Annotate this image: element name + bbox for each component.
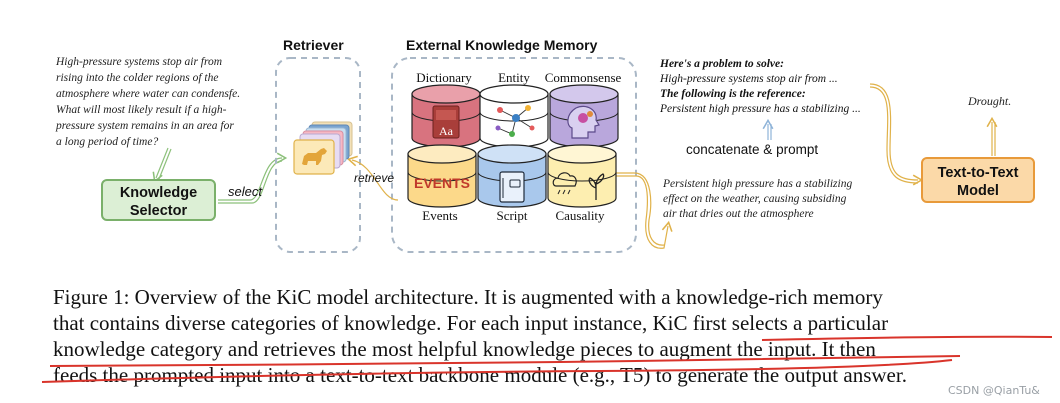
knowledge-line: Persistent high pressure has a stabilizi…: [663, 178, 853, 190]
commonsense-cylinder: [549, 84, 619, 148]
question-line: rising into the colder regions of the: [56, 72, 219, 84]
script-cylinder: [477, 144, 547, 208]
figure-connectors: [152, 57, 998, 253]
memory-title: External Knowledge Memory: [406, 37, 598, 53]
figure-caption: Figure 1: Overview of the KiC model arch…: [53, 284, 1053, 388]
arrow-retrieve: [346, 155, 399, 201]
label-entity: Entity: [498, 70, 530, 85]
label-events: Events: [422, 208, 458, 223]
label-causality: Causality: [555, 208, 605, 223]
caption-line: Figure 1: Overview of the KiC model arch…: [53, 285, 883, 309]
events-cylinder: EVENTS: [407, 144, 477, 208]
retriever-box: [275, 57, 361, 253]
caption-line: knowledge category and retrieves the mos…: [53, 337, 876, 361]
red-underline-annotation: [41, 335, 1053, 383]
watermark: CSDN @QianTu&: [948, 384, 1040, 397]
arrow-model-to-output: [986, 116, 998, 156]
arrow-concatenate: [762, 118, 774, 140]
question-line: High-pressure systems stop air from: [56, 56, 223, 68]
model-label-line2: Model: [957, 183, 999, 199]
question-line: atmosphere where water can condensfe.: [56, 88, 241, 100]
causality-cylinder: [547, 144, 617, 208]
arrow-question-to-selector: [152, 147, 172, 183]
reference-heading: The following is the reference:: [660, 88, 806, 100]
retrieved-cards-icon: [293, 121, 353, 175]
prompt-block: Here's a problem to solve: High-pressure…: [660, 57, 890, 117]
label-commonsense: Commonsense: [544, 70, 622, 85]
knowledge-line: effect on the weather, causing subsiding: [663, 193, 847, 205]
reference-text: Persistent high pressure has a stabilizi…: [660, 103, 861, 115]
selector-label-line2: Selector: [129, 203, 188, 219]
events-logo-text: EVENTS: [414, 175, 470, 191]
dictionary-cylinder: Aa: [411, 84, 481, 148]
memory-box: [391, 57, 637, 253]
concat-label: concatenate & prompt: [686, 142, 819, 157]
dictionary-logo-text: Aa: [439, 124, 454, 138]
problem-heading: Here's a problem to solve:: [660, 58, 784, 70]
question-line: pressure system remains in an area for: [56, 120, 234, 132]
arrow-prompt-to-model: [869, 83, 924, 186]
retrieved-knowledge-text: Persistent high pressure has a stabilizi…: [663, 177, 893, 222]
text-to-text-model-box: Text-to-Text Model: [921, 157, 1035, 203]
problem-text: High-pressure systems stop air from ...: [660, 73, 838, 85]
knowledge-line: air that dries out the atmosphere: [663, 208, 814, 220]
input-question: High-pressure systems stop air from risi…: [56, 54, 286, 150]
caption-line: that contains diverse categories of know…: [53, 311, 889, 335]
question-line: a long period of time?: [56, 136, 159, 148]
question-line: What will most likely result if a high-: [56, 104, 227, 116]
label-script: Script: [496, 208, 528, 223]
retrieve-label: retrieve: [354, 171, 395, 185]
entity-cylinder: [479, 84, 549, 148]
memory-cylinders: Aa EVENTS: [407, 84, 619, 208]
select-label: select: [228, 184, 262, 199]
selector-label-line1: Knowledge: [119, 185, 198, 201]
caption-line: feeds the prompted input into a text-to-…: [53, 363, 907, 387]
label-dictionary: Dictionary: [416, 70, 472, 85]
retriever-title: Retriever: [283, 37, 344, 53]
model-output: Drought.: [968, 94, 1012, 108]
model-label-line1: Text-to-Text: [937, 165, 1019, 181]
knowledge-selector-box: Knowledge Selector: [101, 179, 216, 221]
